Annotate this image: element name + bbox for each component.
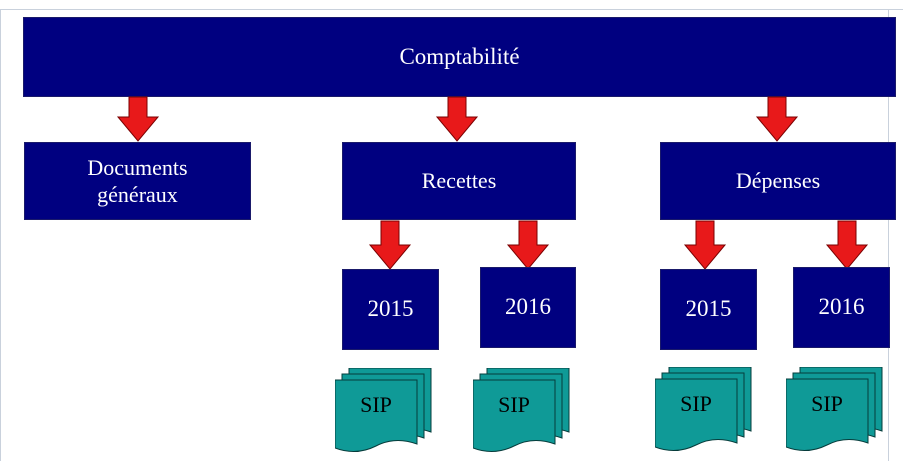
frame-left-line xyxy=(0,9,1,461)
down-arrow-icon xyxy=(368,220,412,270)
down-arrow-icon xyxy=(435,96,479,142)
year-label: 2015 xyxy=(367,296,414,322)
down-arrow-icon xyxy=(116,96,160,142)
sip-label: SIP xyxy=(360,392,392,417)
depenses-2016-box: 2016 xyxy=(793,267,890,348)
down-arrow-icon xyxy=(683,220,727,270)
recettes-2016-box: 2016 xyxy=(480,267,576,348)
down-arrow-icon xyxy=(825,220,869,270)
sip-label: SIP xyxy=(811,391,843,416)
documents-generaux-box: Documents généraux xyxy=(24,142,251,220)
depenses-2015-box: 2015 xyxy=(660,269,757,350)
recettes-box: Recettes xyxy=(342,142,576,220)
depenses-box: Dépenses xyxy=(660,142,896,220)
sip-document-stack-icon: SIP xyxy=(786,367,886,457)
down-arrow-icon xyxy=(506,220,550,270)
recettes-label: Recettes xyxy=(421,168,497,194)
frame-right-line xyxy=(888,9,889,461)
recettes-2015-box: 2015 xyxy=(342,269,439,350)
sip-label: SIP xyxy=(680,391,712,416)
down-arrow-icon xyxy=(755,96,799,142)
depenses-label: Dépenses xyxy=(735,168,821,194)
year-label: 2015 xyxy=(685,296,732,322)
sip-document-stack-icon: SIP xyxy=(335,368,435,458)
sip-document-stack-icon: SIP xyxy=(655,367,755,457)
year-label: 2016 xyxy=(505,294,551,320)
year-label: 2016 xyxy=(818,294,865,320)
sip-label: SIP xyxy=(498,392,530,417)
comptabilite-box: Comptabilité xyxy=(23,17,896,97)
comptabilite-label: Comptabilité xyxy=(399,43,520,69)
documents-generaux-label: Documents généraux xyxy=(87,154,188,208)
sip-document-stack-icon: SIP xyxy=(473,368,573,458)
